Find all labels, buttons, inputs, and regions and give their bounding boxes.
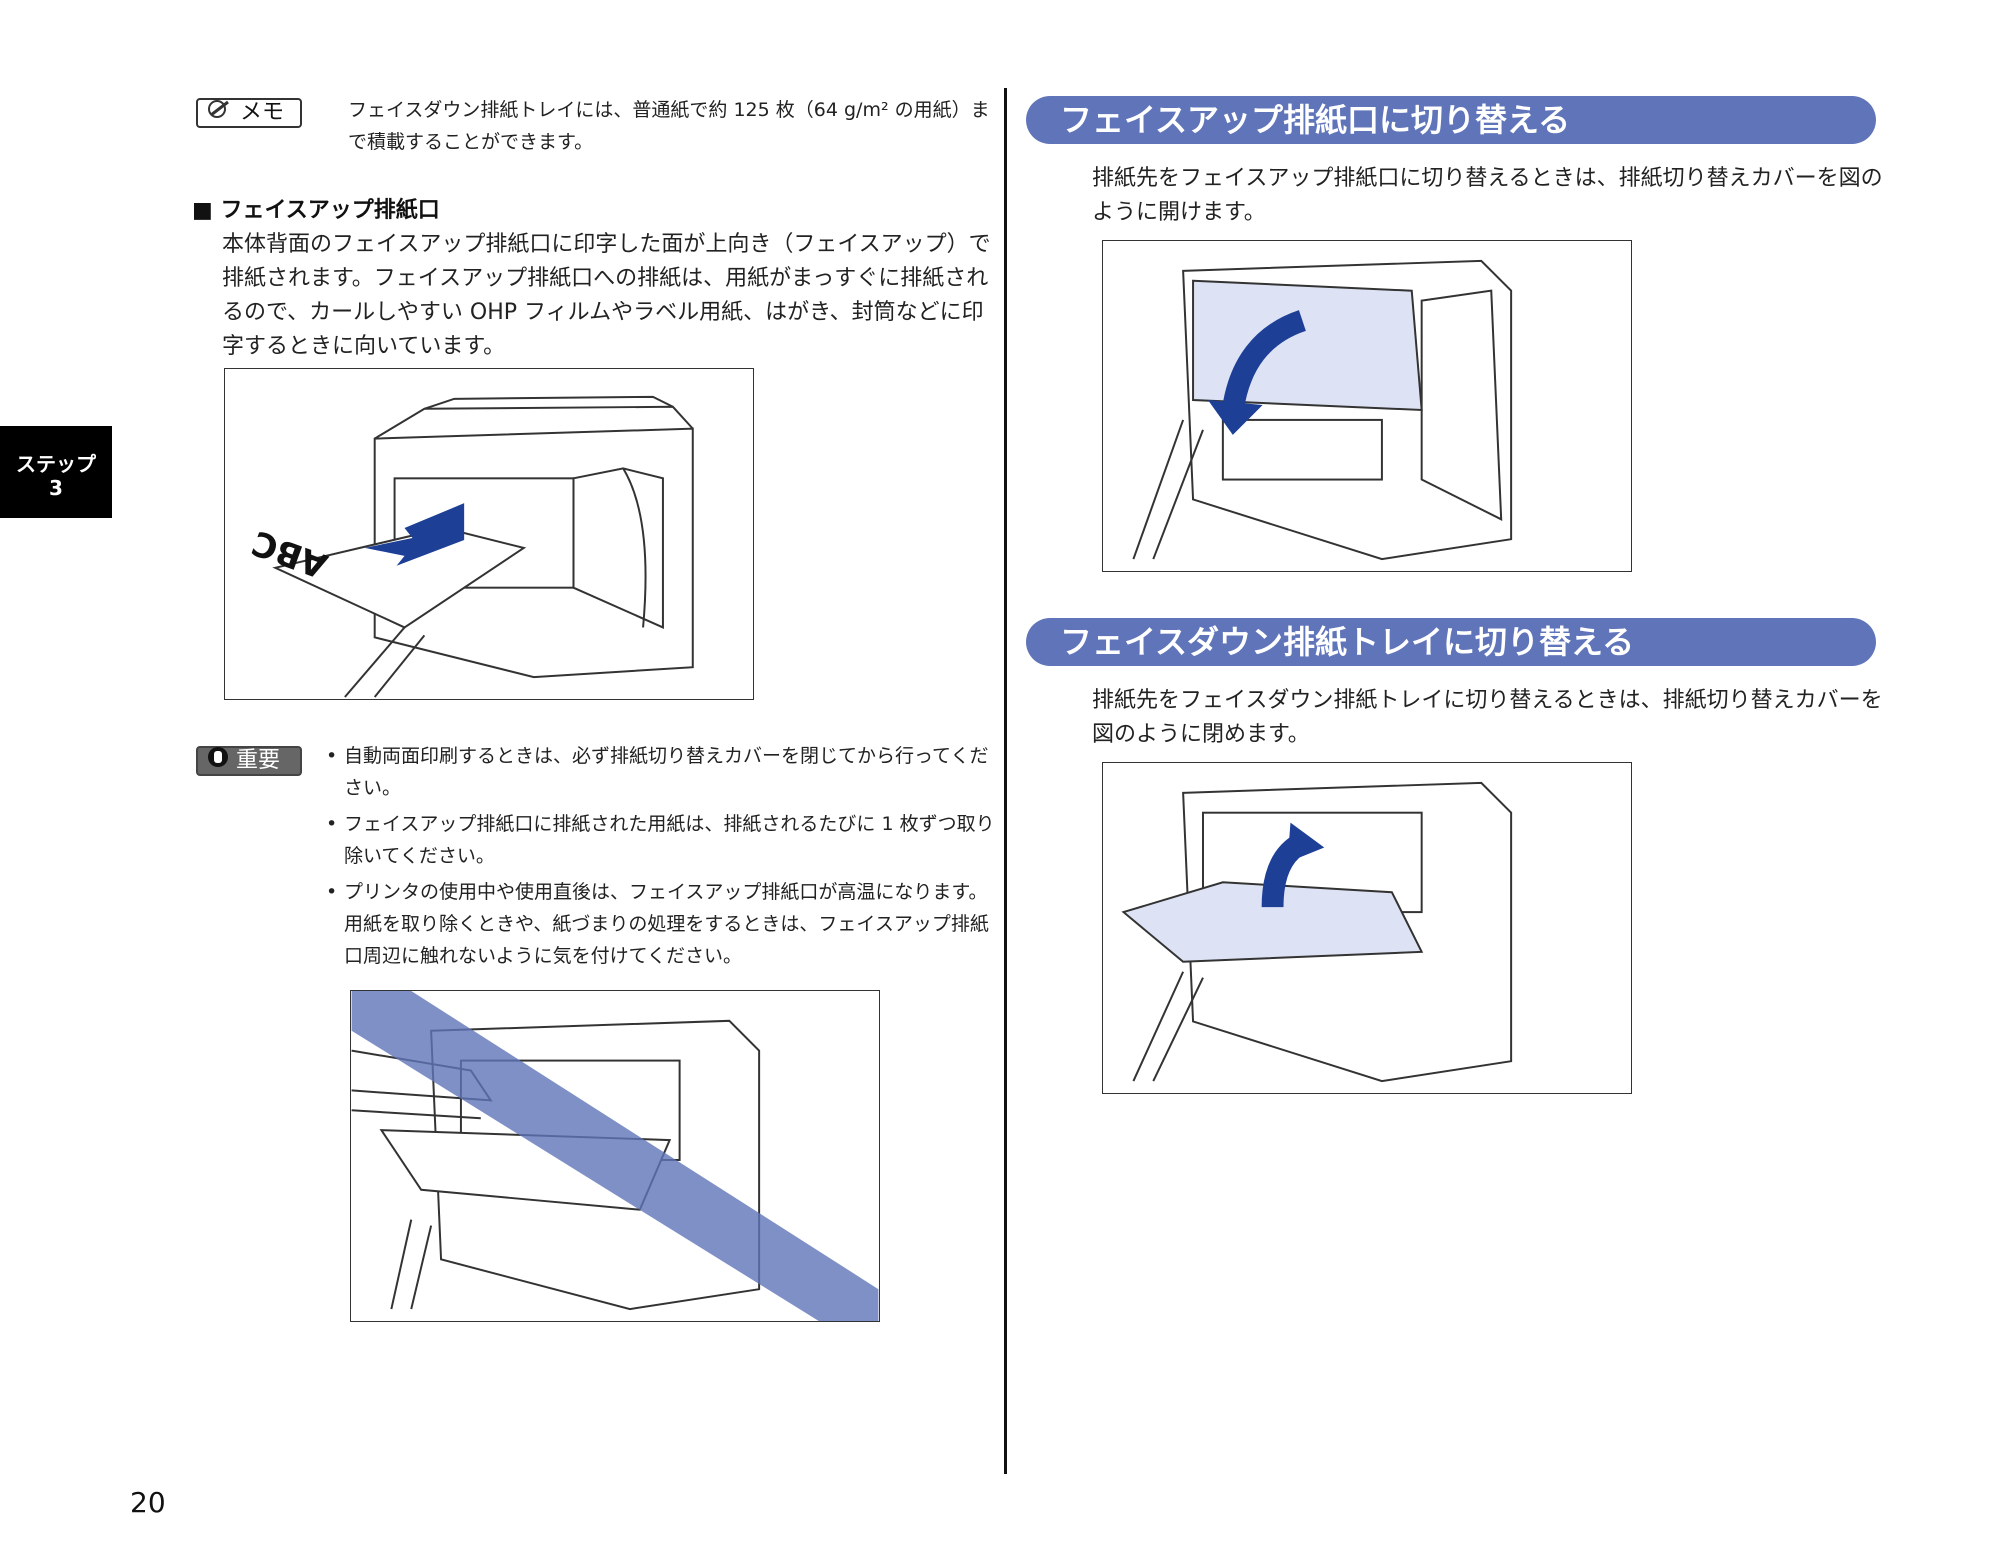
printer-illustration [1121, 781, 1513, 1083]
page-number: 20 [130, 1486, 166, 1519]
list-item: フェイスアップ排紙口に排紙された用紙は、排紙されるたびに 1 枚ずつ取り除いてく… [326, 808, 996, 872]
pencil-icon [206, 99, 234, 127]
close-cover-figure [1102, 762, 1632, 1094]
memo-badge-label: メモ [240, 100, 285, 125]
important-list: 自動両面印刷するときは、必ず排紙切り替えカバーを閉じてから行ってください。 フェ… [326, 740, 996, 976]
important-badge: 重要 [196, 746, 302, 776]
important-badge-label: 重要 [236, 748, 281, 773]
prohibition-stripe [351, 991, 879, 1321]
column-divider [1004, 88, 1007, 1474]
switch-facedown-body: 排紙先をフェイスダウン排紙トレイに切り替えるときは、排紙切り替えカバーを図のよう… [1092, 688, 1883, 747]
arrow-icon [1207, 310, 1307, 435]
switch-faceup-body: 排紙先をフェイスアップ排紙口に切り替えるときは、排紙切り替えカバーを図のように開… [1092, 166, 1883, 225]
arrow-icon [1261, 822, 1325, 908]
faceup-output-figure: ABC [224, 368, 754, 700]
step-tab-label: ステップ [16, 452, 96, 476]
hand-stop-icon [206, 746, 230, 776]
printer-illustration [344, 395, 694, 698]
hot-area-warning-figure [350, 990, 880, 1322]
printer-illustration [1132, 259, 1513, 561]
step-tab-number: 3 [49, 476, 63, 500]
memo-text: フェイスダウン排紙トレイには、普通紙で約 125 枚（64 g/m² の用紙）ま… [348, 99, 990, 153]
memo-badge: メモ [196, 98, 302, 128]
step-side-tab: ステップ 3 [0, 426, 112, 518]
faceup-output-heading: ■ フェイスアップ排紙口 [192, 198, 440, 223]
open-cover-figure [1102, 240, 1632, 572]
paper-sheet [272, 527, 527, 629]
arrow-icon [364, 503, 465, 566]
paper-label: ABC [247, 523, 332, 586]
faceup-output-body: 本体背面のフェイスアップ排紙口に印字した面が上向き（フェイスアップ）で排紙されま… [222, 232, 991, 359]
list-item: プリンタの使用中や使用直後は、フェイスアップ排紙口が高温になります。用紙を取り除… [326, 876, 996, 972]
switch-faceup-banner: フェイスアップ排紙口に切り替える [1026, 96, 1876, 144]
switch-facedown-banner: フェイスダウン排紙トレイに切り替える [1026, 618, 1876, 666]
list-item: 自動両面印刷するときは、必ず排紙切り替えカバーを閉じてから行ってください。 [326, 740, 996, 804]
